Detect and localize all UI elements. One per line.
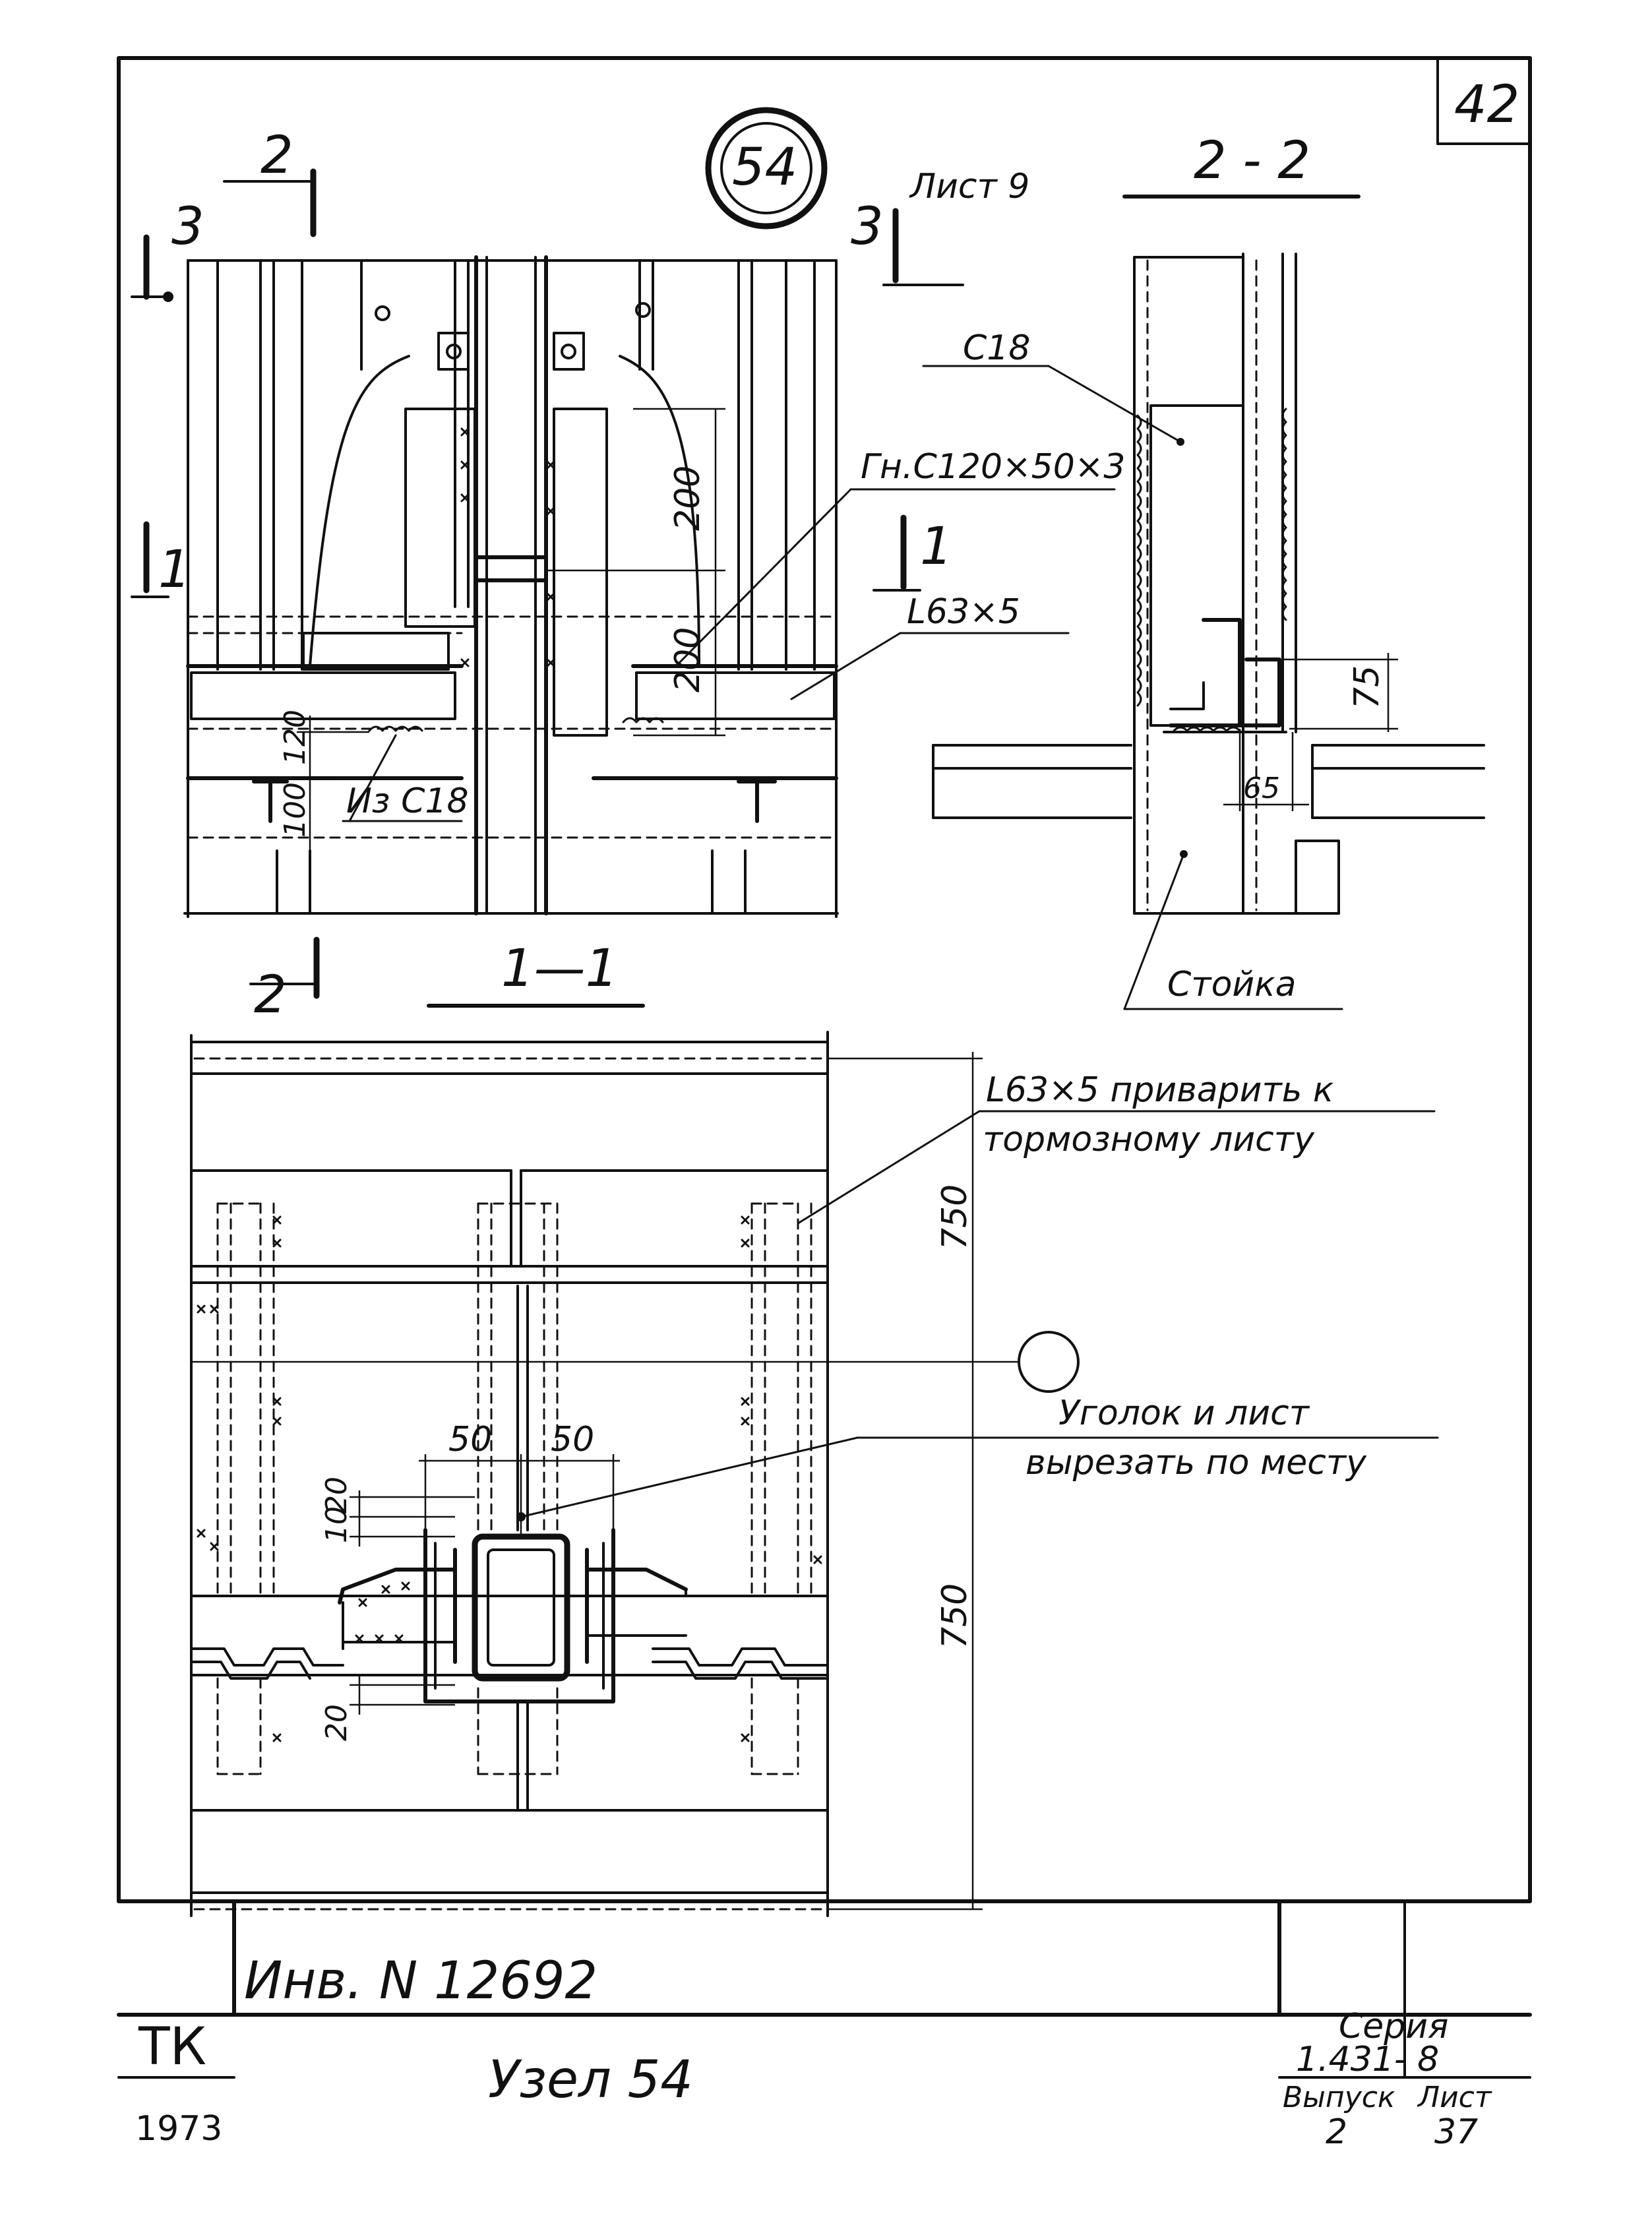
elevation-view: 200 200 120 100 Гн.С120×50×3 L63×5 Из С1… [183,255,1125,918]
elevation-dimension-left: 120 100 [278,710,369,851]
sheet-label: Лист [1417,2081,1492,2114]
svg-text:20: 20 [320,1704,353,1741]
elevation-dimension-200: 200 200 [547,408,725,737]
label-channel-c18: С18 [963,328,1030,368]
sheet-reference: Лист 9 [909,167,1029,206]
svg-text:750: 750 [935,1184,975,1250]
note-weld-line2: тормозному листу [983,1120,1315,1159]
note-weld-line1: L63×5 приварить к [986,1070,1334,1110]
inventory-number: Инв. N 12692 [244,1951,597,2011]
svg-text:3: 3 [171,197,204,257]
series-value: 1.431- 8 [1296,2040,1439,2079]
series-label: Серия [1339,2007,1448,2046]
svg-text:750: 750 [935,1583,975,1649]
svg-text:2: 2 [260,126,293,185]
section-mark-1-left: 1 [131,521,191,599]
svg-text:75: 75 [1347,665,1387,709]
svg-text:50: 50 [551,1420,594,1459]
section-1-1-weld-marks [197,1215,822,1742]
node-marker-number: 54 [732,138,797,197]
sheet-value: 37 [1434,2112,1478,2152]
issue-label: Выпуск [1283,2081,1395,2114]
svg-text:65: 65 [1243,772,1280,805]
section-1-1-dimension-50: 50 50 [419,1420,620,1537]
label-bent-channel: Гн.С120×50×3 [861,447,1125,487]
node-marker: 54 [705,107,828,230]
svg-text:20: 20 [320,1477,353,1514]
svg-text:50: 50 [448,1420,492,1459]
section-2-2-view: 2 - 2 75 [922,131,1485,1010]
section-2-2-title: 2 - 2 [1194,131,1310,191]
section-mark-2-top: 2 [223,126,317,237]
svg-text:200: 200 [668,627,708,692]
section-1-1-view: 1—1 [190,939,1439,1917]
elevation-weld-marks [460,427,555,667]
label-channel-piece: Из С18 [346,781,469,821]
section-1-1-dimension-750: 750 750 [191,1052,1019,1911]
svg-text:200: 200 [668,466,708,531]
section-2-2-dimension-75: 75 [1283,653,1398,732]
svg-text:2: 2 [254,965,287,1025]
section-mark-3-right: 3 [851,197,964,286]
label-angle: L63×5 [907,592,1020,632]
corner-number: 42 [1454,75,1519,135]
note-cut-line1: Уголок и лист [1058,1393,1310,1433]
drawing-title: Узел 54 [488,2050,693,2110]
title-block-org: ТК [138,2017,206,2077]
svg-text:3: 3 [851,197,884,257]
note-cut-line2: вырезать по месту [1025,1443,1367,1483]
section-mark-1-right: 1 [872,514,953,592]
issue-value: 2 [1326,2112,1347,2152]
sheet-frame: 42 [117,56,1532,1903]
section-2-2-dimension-65: 65 [1223,729,1309,811]
section-1-1-dimension-small: 20 10 20 [320,1477,475,1741]
svg-text:120: 120 [278,710,312,765]
svg-text:100: 100 [278,782,312,838]
elevation-central-column [474,255,548,915]
elevation-ribs [216,259,816,671]
svg-text:1: 1 [158,540,191,599]
section-mark-2-bottom: 2 [249,936,320,1025]
section-mark-3-left: 3 [131,197,204,302]
section-1-1-marker-circle [1018,1331,1080,1393]
section-1-1-title: 1—1 [501,939,618,998]
section-1-1-stiffeners [216,1202,812,1775]
label-post: Стойка [1167,965,1296,1004]
title-block-year: 1973 [135,2109,222,2149]
svg-text:1: 1 [920,517,953,576]
title-block: ТК 1973 Узел 54 Серия 1.431- 8 Выпуск 2 … [117,1899,1532,2152]
svg-text:10: 10 [320,1506,353,1543]
